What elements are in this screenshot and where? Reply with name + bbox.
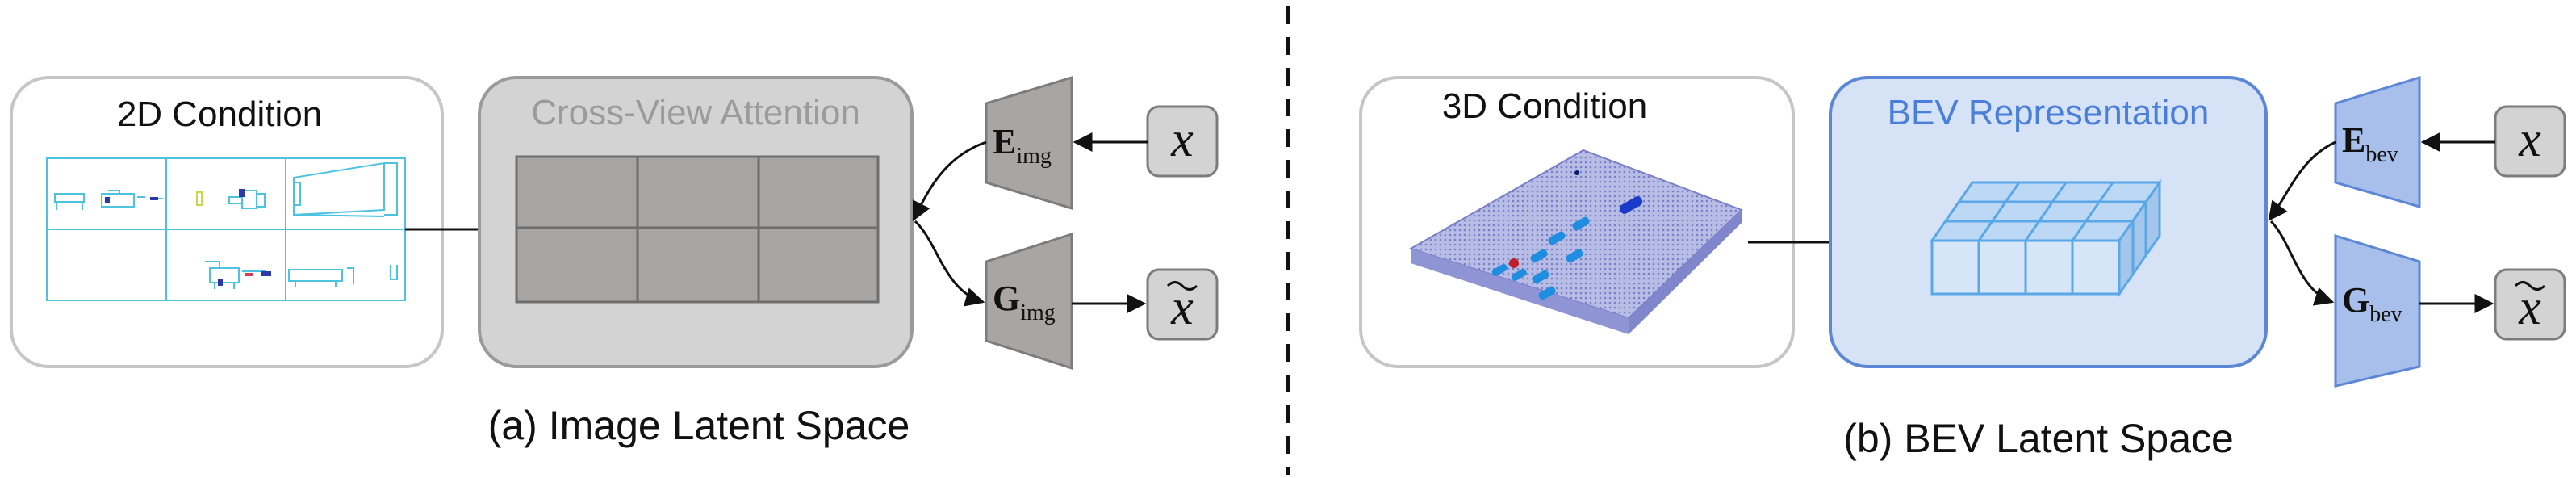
svg-text:Gbev: Gbev xyxy=(2342,280,2402,327)
svg-text:Ebev: Ebev xyxy=(2342,120,2398,167)
arrow-attention-to-decoder xyxy=(914,220,985,307)
decoder-img-letter: G xyxy=(993,279,1020,318)
encoder-img-subscript: img xyxy=(1016,144,1052,169)
decoder-bev-trapezoid xyxy=(2334,233,2421,388)
encoder-bev-letter: E xyxy=(2342,120,2365,160)
svg-text:Gimg: Gimg xyxy=(993,279,1056,325)
3d-condition-title: 3D Condition xyxy=(1442,86,1647,126)
arrow-encoder-to-attention xyxy=(912,140,987,222)
decoder-bev-letter: G xyxy=(2342,280,2369,320)
attention-grid xyxy=(515,155,880,304)
decoder-bev-subscript: bev xyxy=(2369,302,2402,327)
arrow-bev-to-decoder xyxy=(2269,220,2335,306)
bev-tilde-icon xyxy=(2514,281,2546,291)
cross-view-attention-title: Cross-View Attention xyxy=(531,93,860,132)
output-x-box xyxy=(1146,268,1219,341)
bev-output-x-box xyxy=(2494,268,2566,341)
encoder-img-trapezoid xyxy=(985,75,1073,211)
svg-text:Eimg: Eimg xyxy=(993,122,1052,169)
bev-representation-title: BEV Representation xyxy=(1888,93,2210,132)
bev-input-x-symbol: x xyxy=(2518,112,2541,167)
encoder-bev-trapezoid xyxy=(2334,75,2421,208)
2d-condition-title: 2D Condition xyxy=(117,94,322,134)
tilde-icon xyxy=(1166,281,1198,291)
point-cloud-slab xyxy=(1408,149,1743,334)
decoder-img-subscript: img xyxy=(1020,300,1056,325)
decoder-img-trapezoid xyxy=(985,232,1073,371)
caption-b: (b) BEV Latent Space xyxy=(1843,416,2234,461)
2d-condition-box xyxy=(10,76,444,368)
sketch-accents xyxy=(105,189,271,286)
left-panel: 2D Condition xyxy=(10,75,1219,448)
bev-voxel-grid xyxy=(1930,178,2162,298)
encoder-bev-subscript: bev xyxy=(2365,142,2398,167)
arrow-encoder-to-bev xyxy=(2268,140,2336,221)
input-x-symbol: x xyxy=(1170,112,1194,167)
encoder-img-letter: E xyxy=(993,122,1016,161)
point-cloud-objects xyxy=(1491,170,1643,300)
caption-a: (a) Image Latent Space xyxy=(488,403,910,448)
multi-view-sketch xyxy=(46,157,406,301)
right-panel: 3D Condition BEV Representation xyxy=(1359,75,2566,461)
